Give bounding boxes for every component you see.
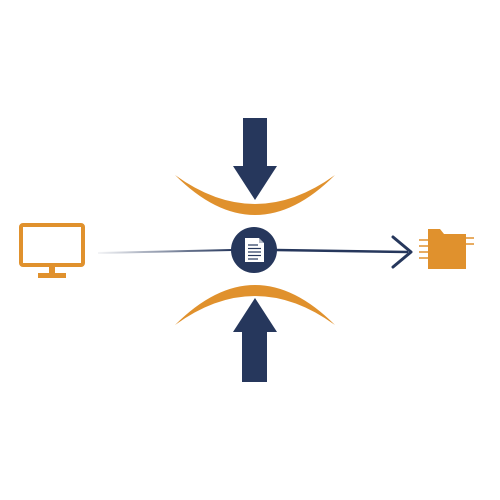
bottom-compression-arc	[175, 285, 335, 325]
fast-folder-icon	[419, 229, 474, 269]
monitor-icon	[19, 223, 85, 278]
top-compression-arc	[175, 175, 335, 215]
arrow-up-icon	[233, 298, 277, 382]
arrowhead-right-icon	[391, 235, 413, 269]
outgoing-flow-line	[275, 248, 409, 254]
incoming-flow-line	[97, 249, 233, 254]
document-icon	[231, 227, 277, 273]
arrow-down-icon	[233, 118, 277, 200]
